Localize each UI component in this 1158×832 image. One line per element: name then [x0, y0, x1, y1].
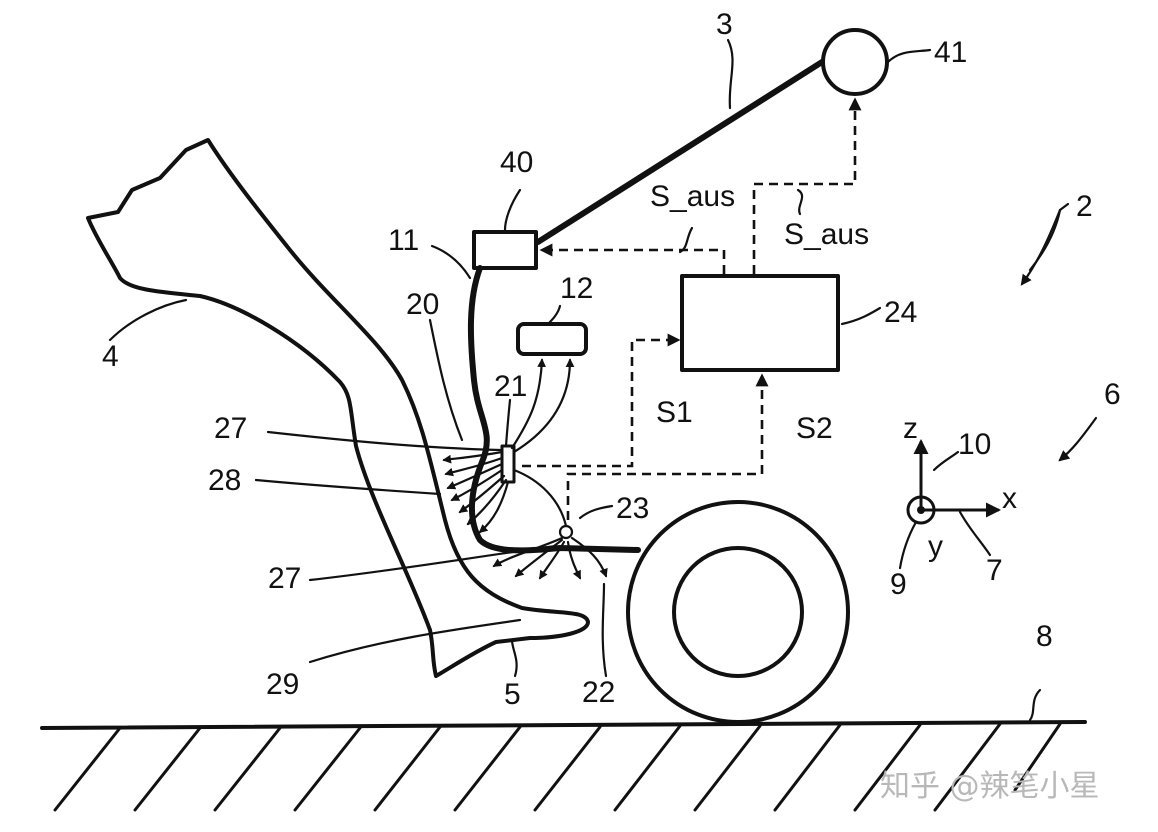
signal-fan-27-28	[442, 450, 510, 534]
label-23: 23	[616, 492, 649, 525]
label-5: 5	[504, 678, 521, 711]
actuator-41	[821, 28, 889, 96]
label-x: x	[1002, 482, 1017, 515]
signal-fan-lower	[492, 536, 608, 580]
wheel	[626, 500, 850, 724]
label-11: 11	[388, 224, 419, 257]
label-12: 12	[560, 272, 593, 305]
label-s1: S1	[656, 396, 693, 429]
label-y: y	[928, 530, 943, 563]
label-27-bottom: 27	[268, 562, 301, 595]
label-41: 41	[934, 36, 967, 69]
label-4: 4	[102, 340, 119, 373]
sensor-23	[558, 524, 574, 540]
label-10: 10	[958, 428, 991, 461]
label-29: 29	[266, 668, 299, 701]
coordinate-system	[898, 439, 1001, 570]
label-8: 8	[1036, 620, 1053, 653]
sensor-connections	[510, 358, 575, 540]
label-28: 28	[208, 464, 241, 497]
label-9: 9	[890, 568, 907, 601]
control-unit-24	[680, 274, 840, 372]
label-s2: S2	[796, 412, 833, 445]
signal-lines	[522, 97, 862, 520]
box-40	[472, 230, 538, 270]
label-24: 24	[884, 296, 917, 329]
leader-lines	[108, 38, 1098, 722]
label-2: 2	[1076, 190, 1093, 223]
box-12	[516, 322, 588, 356]
label-20: 20	[406, 288, 439, 321]
label-6: 6	[1104, 378, 1121, 411]
label-7: 7	[986, 554, 1003, 587]
label-21: 21	[494, 370, 527, 403]
label-s-aus-2: S_aus	[784, 218, 869, 251]
ground	[40, 720, 1087, 812]
label-z: z	[903, 412, 918, 445]
vehicle-front	[467, 59, 825, 554]
label-3: 3	[716, 8, 733, 41]
label-27-top: 27	[214, 412, 247, 445]
label-40: 40	[500, 146, 533, 179]
label-s-aus-1: S_aus	[650, 180, 735, 213]
label-22: 22	[582, 676, 615, 709]
pedestrian-leg	[86, 138, 590, 678]
watermark: 知乎 @辣笔小星	[880, 769, 1100, 804]
